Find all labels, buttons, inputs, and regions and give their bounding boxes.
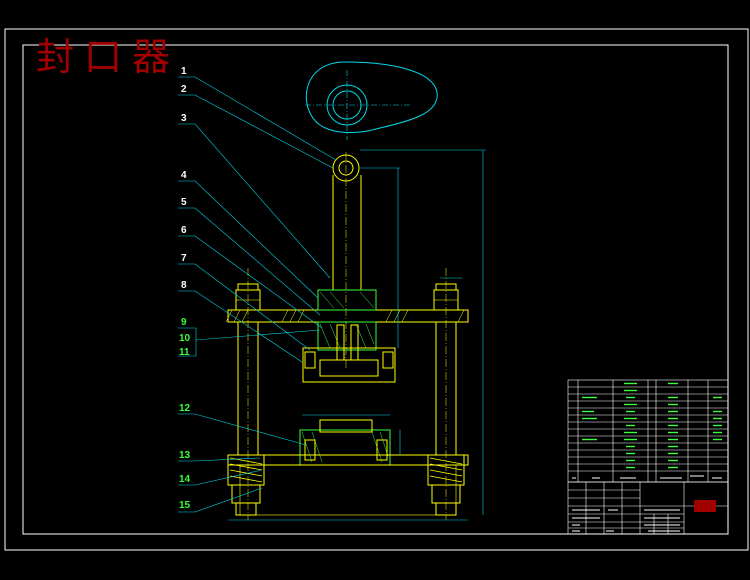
title-block-marks xyxy=(572,475,722,532)
left-guide-post xyxy=(235,268,261,520)
part-number-10: 10 xyxy=(179,333,191,344)
part-number-9: 9 xyxy=(181,317,187,328)
parts-list-table xyxy=(567,379,729,483)
part-number-12: 12 xyxy=(179,403,191,414)
part-number-5: 5 xyxy=(181,197,187,208)
part-number-3: 3 xyxy=(181,113,187,124)
drawing-title: 封口器 xyxy=(36,35,180,79)
part-numbers: 1 2 3 4 5 6 7 8 9 10 11 12 13 14 15 xyxy=(179,66,191,511)
push-rod xyxy=(332,152,362,370)
right-guide-post xyxy=(433,268,459,520)
part-number-1: 1 xyxy=(181,66,187,77)
part-number-11: 11 xyxy=(179,347,190,358)
parts-list-entries xyxy=(582,382,722,469)
top-plate xyxy=(225,309,469,323)
part-number-15: 15 xyxy=(179,500,191,511)
part-number-6: 6 xyxy=(181,225,187,236)
cam xyxy=(305,61,438,140)
outer-border xyxy=(4,28,749,551)
drawing-stamp xyxy=(694,500,716,512)
part-number-4: 4 xyxy=(181,170,187,181)
lower-die xyxy=(299,419,391,466)
leader-lines xyxy=(178,76,337,513)
inner-border xyxy=(22,44,729,535)
part-number-13: 13 xyxy=(179,450,191,461)
dimensions xyxy=(228,149,486,521)
part-number-14: 14 xyxy=(179,474,191,485)
upper-die xyxy=(302,289,396,383)
left-spring xyxy=(227,454,265,516)
part-number-2: 2 xyxy=(181,84,187,95)
part-number-7: 7 xyxy=(181,253,187,264)
part-number-8: 8 xyxy=(181,280,187,291)
right-spring xyxy=(427,454,465,516)
